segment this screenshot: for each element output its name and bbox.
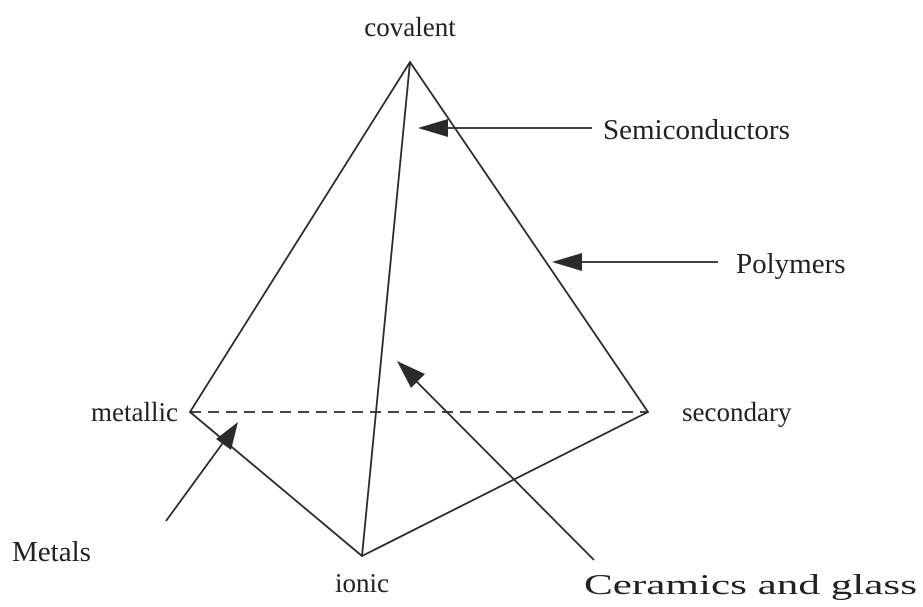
edge-metallic-ionic bbox=[189, 411, 363, 557]
arrowhead-icon bbox=[397, 361, 425, 388]
vertex-label-ionic: ionic bbox=[335, 568, 389, 598]
label-ceramics: Ceramics and glass bbox=[584, 569, 917, 601]
label-semiconductors: Semiconductors bbox=[603, 114, 790, 146]
pointer-line bbox=[165, 439, 226, 522]
vertex-label-secondary: secondary bbox=[682, 397, 792, 427]
edge-covalent-secondary bbox=[409, 61, 649, 413]
vertex-label-covalent: covalent bbox=[364, 12, 456, 42]
pointer-ceramics bbox=[397, 361, 595, 561]
edge-covalent-ionic bbox=[361, 61, 411, 557]
label-metals: Metals bbox=[12, 536, 91, 568]
vertex-label-metallic: metallic bbox=[91, 397, 178, 427]
pointer-line bbox=[412, 377, 595, 561]
arrowhead-icon bbox=[552, 253, 582, 271]
tetrahedron bbox=[189, 61, 649, 557]
edge-ionic-secondary bbox=[361, 411, 649, 557]
pointer-polymers bbox=[552, 253, 718, 271]
edge-covalent-metallic bbox=[189, 61, 411, 413]
label-polymers: Polymers bbox=[736, 248, 846, 280]
arrowhead-icon bbox=[216, 422, 238, 450]
pointer-metals bbox=[165, 422, 238, 522]
pointer-semiconductors bbox=[418, 119, 592, 137]
arrowhead-icon bbox=[418, 119, 448, 137]
